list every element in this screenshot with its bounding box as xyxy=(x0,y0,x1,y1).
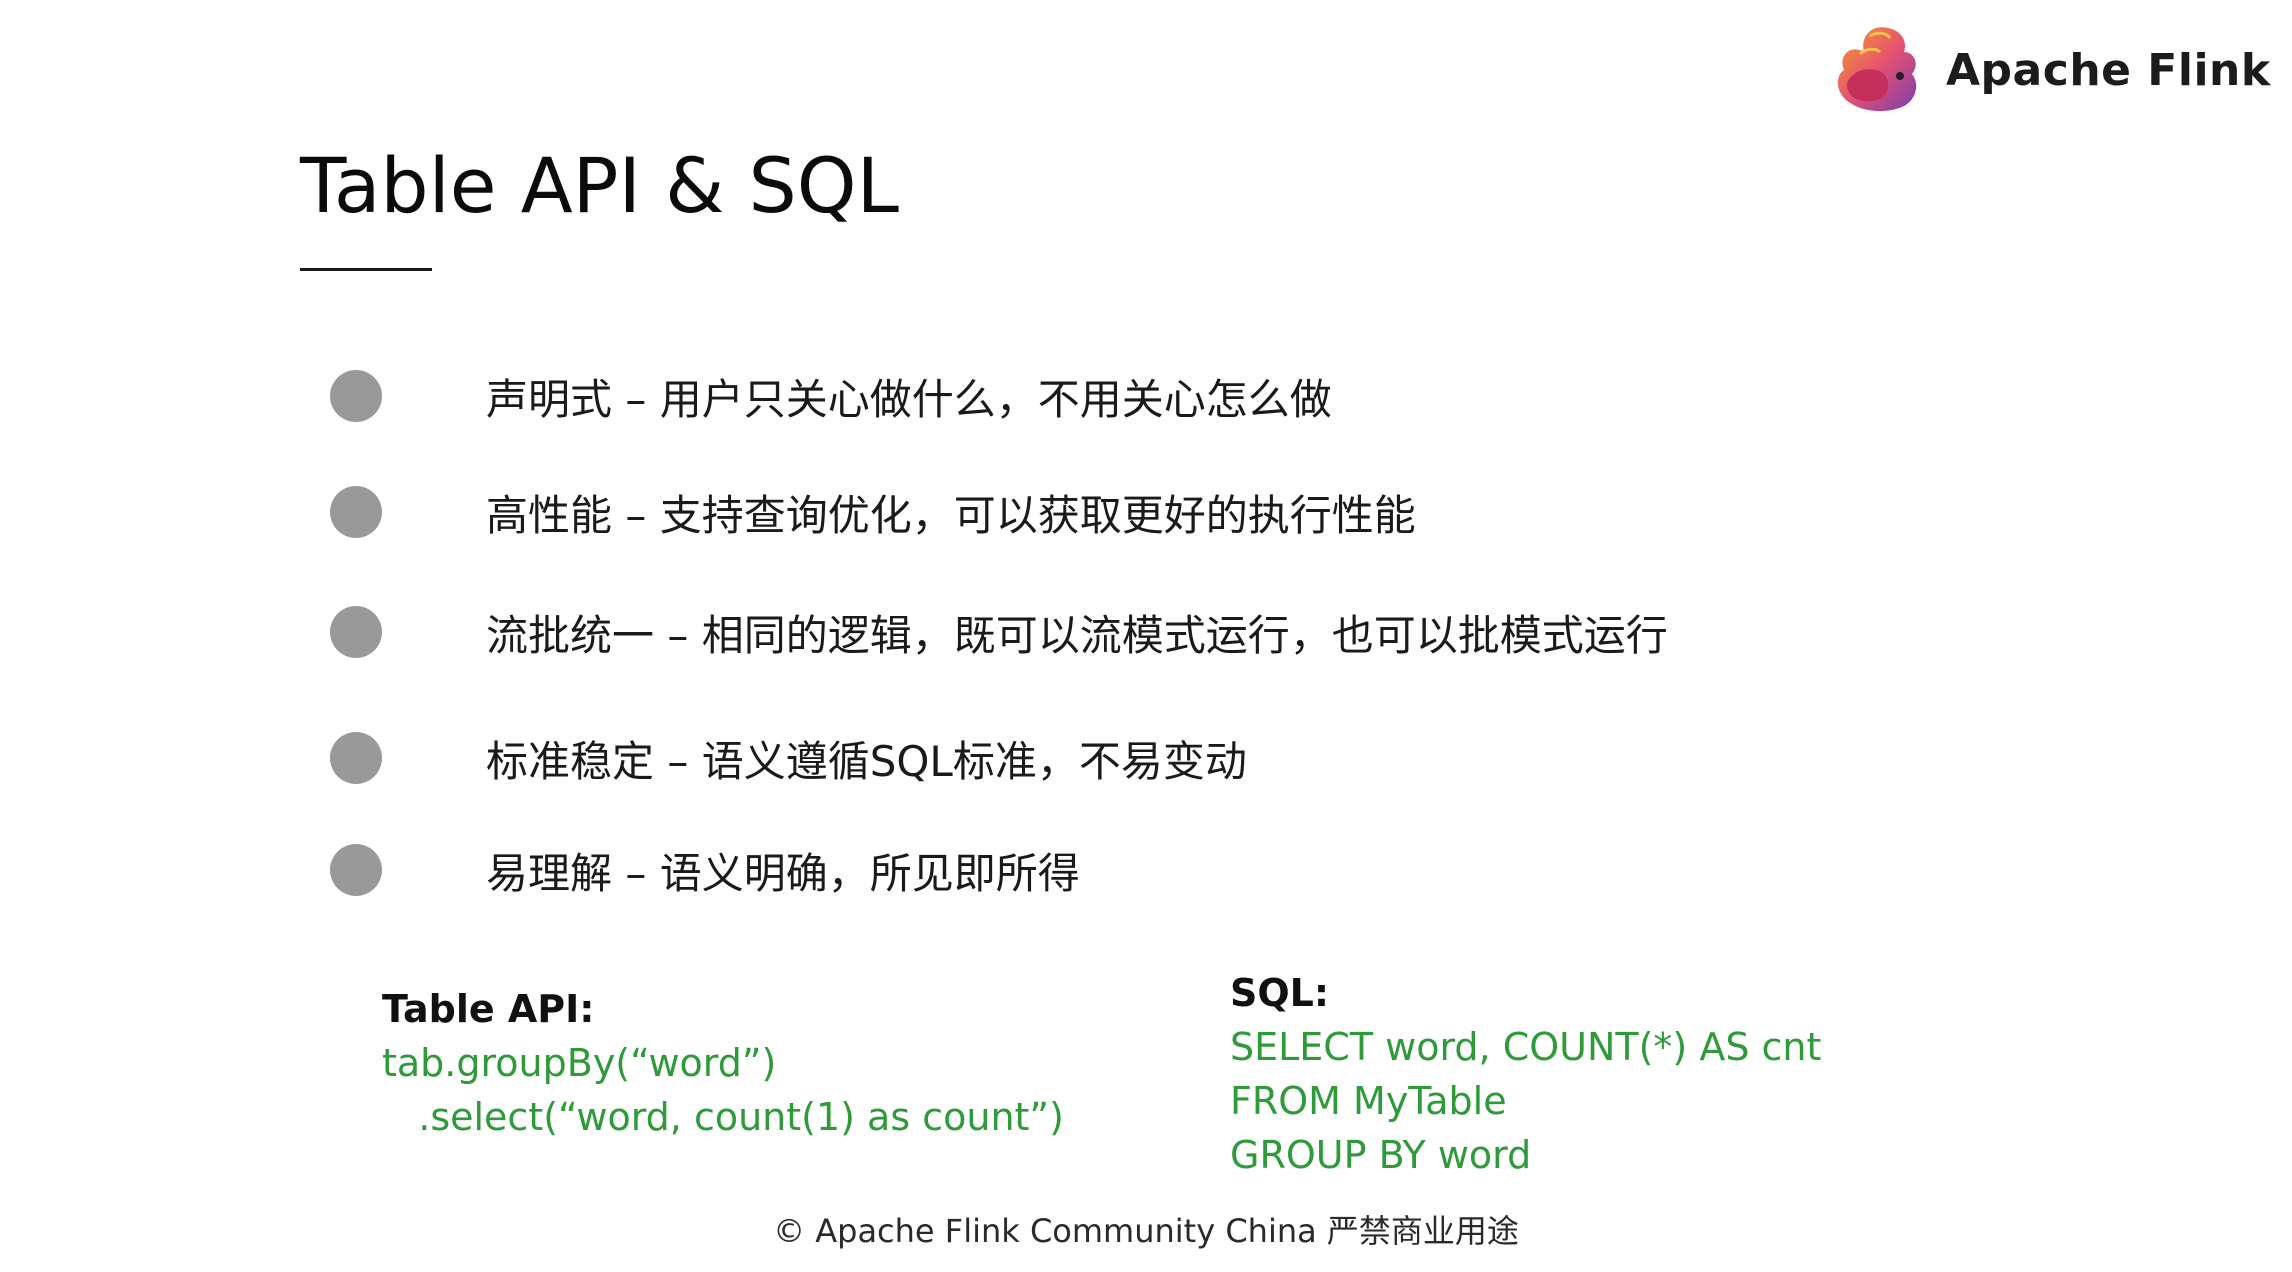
footer-copyright: © Apache Flink Community China 严禁商业用途 xyxy=(773,1212,1519,1250)
bullet-text: 易理解 – 语义明确，所见即所得 xyxy=(486,848,1080,898)
table-api-line: .select(“word, count(1) as count”) xyxy=(382,1095,1064,1139)
list-item: 声明式 – 用户只关心做什么，不用关心怎么做 xyxy=(330,366,1332,426)
bullet-dot-icon xyxy=(330,606,382,658)
bullet-dot-icon xyxy=(330,732,382,784)
logo-text: Apache Flink xyxy=(1946,44,2271,96)
table-api-line: tab.groupBy(“word”) xyxy=(382,1041,777,1085)
bullet-text: 声明式 – 用户只关心做什么，不用关心怎么做 xyxy=(486,374,1332,424)
apache-flink-logo: Apache Flink xyxy=(1830,22,2271,118)
sql-line: GROUP BY word xyxy=(1230,1133,1532,1177)
list-item: 流批统一 – 相同的逻辑，既可以流模式运行，也可以批模式运行 xyxy=(330,602,1668,662)
sql-heading: SQL: xyxy=(1230,971,1330,1015)
bullet-dot-icon xyxy=(330,486,382,538)
bullet-text: 高性能 – 支持查询优化，可以获取更好的执行性能 xyxy=(486,490,1416,540)
list-item: 标准稳定 – 语义遵循SQL标准，不易变动 xyxy=(330,728,1247,788)
bullet-dot-icon xyxy=(330,844,382,896)
bullet-dot-icon xyxy=(330,370,382,422)
flink-squirrel-logo-icon xyxy=(1837,27,1917,112)
sql-line: FROM MyTable xyxy=(1230,1079,1507,1123)
bullet-text: 标准稳定 – 语义遵循SQL标准，不易变动 xyxy=(486,736,1247,786)
bullet-text: 流批统一 – 相同的逻辑，既可以流模式运行，也可以批模式运行 xyxy=(486,610,1668,660)
title-underline xyxy=(300,268,432,271)
slide-title: Table API & SQL xyxy=(300,141,899,230)
table-api-heading: Table API: xyxy=(382,987,595,1031)
table-api-example: Table API: tab.groupBy(“word”) .select(“w… xyxy=(382,982,1064,1144)
sql-line: SELECT word, COUNT(*) AS cnt xyxy=(1230,1025,1822,1069)
list-item: 易理解 – 语义明确，所见即所得 xyxy=(330,840,1080,900)
list-item: 高性能 – 支持查询优化，可以获取更好的执行性能 xyxy=(330,482,1416,542)
